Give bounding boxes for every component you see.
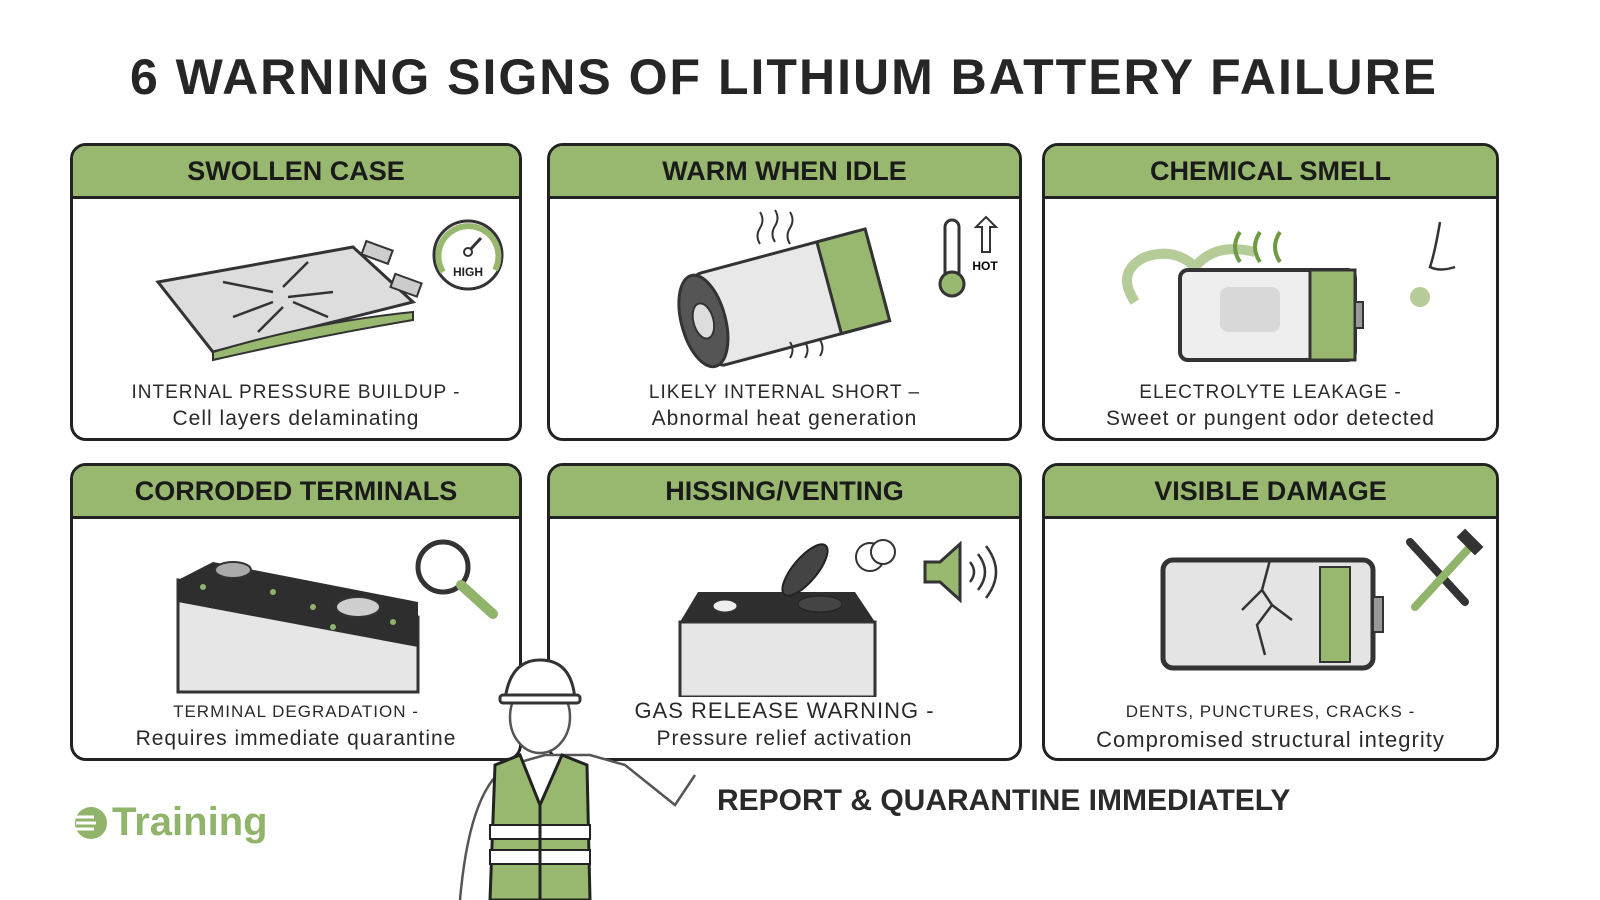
page-title: 6 WARNING SIGNS OF LITHIUM BATTERY FAILU…	[129, 49, 1439, 105]
card-line2: Sweet or pungent odor detected	[1106, 407, 1435, 430]
logo-text: Training	[112, 800, 268, 844]
card-heading: CORRODED TERMINALS	[73, 466, 519, 519]
svg-text:HOT: HOT	[972, 259, 998, 273]
card-heading: WARM WHEN IDLE	[550, 146, 1019, 199]
card-heading: VISIBLE DAMAGE	[1045, 466, 1496, 519]
card-line1: TERMINAL DEGRADATION -	[173, 702, 419, 721]
tools-icon	[1406, 528, 1484, 611]
card-line2: Pressure relief activation	[656, 727, 913, 750]
card-line1: GAS RELEASE WARNING -	[634, 698, 935, 723]
card-chemical-smell: CHEMICAL SMELL ELECTROLYTE LEAKAGE - Swe…	[1042, 143, 1499, 441]
hot-battery-icon: HOT	[677, 209, 999, 369]
card-heading: SWOLLEN CASE	[73, 146, 519, 199]
gas-puff-icon	[855, 539, 896, 572]
card-line2: Compromised structural integrity	[1096, 727, 1445, 752]
card-line2: Abnormal heat generation	[651, 407, 918, 430]
corroded-battery-icon	[176, 539, 498, 694]
call-to-action: REPORT & QUARANTINE IMMEDIATELY	[717, 784, 1291, 817]
card-line2: Requires immediate quarantine	[135, 727, 457, 750]
magnifier-icon	[415, 539, 498, 619]
card-warm-when-idle: WARM WHEN IDLE HOT LIKELY INTERNAL SHORT…	[547, 143, 1022, 441]
card-corroded-terminals: CORRODED TERMINALS TERMINAL DEGRADATION …	[70, 463, 522, 761]
card-line1: ELECTROLYTE LEAKAGE -	[1139, 382, 1402, 403]
card-visible-damage: VISIBLE DAMAGE DENTS, PUNCTURES, CRACKS …	[1042, 463, 1499, 761]
nose-icon	[1410, 221, 1456, 307]
card-swollen-case: SWOLLEN CASE HIGH INTERNAL PRESSURE BUIL…	[70, 143, 522, 441]
card-heading: CHEMICAL SMELL	[1045, 146, 1496, 199]
damaged-battery-icon	[1160, 528, 1484, 671]
card-line1: INTERNAL PRESSURE BUILDUP -	[131, 382, 461, 403]
safety-worker-illustration	[458, 658, 697, 900]
svg-text:HIGH: HIGH	[453, 265, 483, 279]
venting-battery-icon	[678, 539, 998, 699]
brand-logo: Training	[74, 800, 268, 845]
card-heading: HISSING/VENTING	[550, 466, 1019, 519]
speaker-icon	[923, 540, 998, 604]
card-line2: Cell layers delaminating	[172, 407, 420, 430]
thermometer-icon: HOT	[938, 215, 999, 298]
swollen-battery-icon: HIGH	[155, 219, 504, 362]
leaking-battery-icon	[1122, 221, 1456, 362]
logo-mark-icon	[75, 806, 107, 839]
pressure-gauge-icon: HIGH	[432, 219, 504, 291]
card-hissing-venting: HISSING/VENTING GAS RELEASE WARNING - Pr…	[547, 463, 1022, 761]
card-line1: DENTS, PUNCTURES, CRACKS -	[1125, 702, 1416, 721]
card-line1: LIKELY INTERNAL SHORT –	[648, 382, 921, 403]
